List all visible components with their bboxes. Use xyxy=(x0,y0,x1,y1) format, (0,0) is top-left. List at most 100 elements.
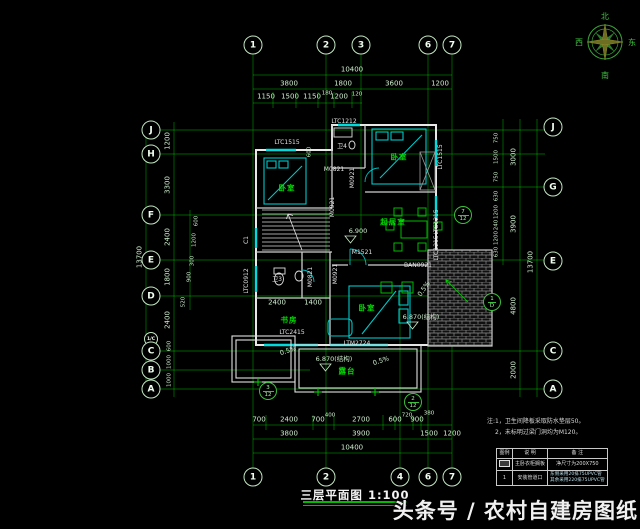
component-tag: M0921 xyxy=(349,167,356,189)
compass-north-label: 北 xyxy=(601,12,609,21)
legend-header-desc: 说 明 xyxy=(511,448,549,459)
dimension-label: 3900 xyxy=(352,429,370,438)
dimension-label: 400 xyxy=(324,412,336,419)
dimension-label: 900 xyxy=(410,415,424,424)
compass-rose: 北 南 西 东 xyxy=(575,12,636,80)
dimension-label: 13700 xyxy=(526,250,535,274)
dimension-label: 1200 xyxy=(191,233,198,247)
compass-east-label: 东 xyxy=(628,37,636,47)
dimension-label: 4800 xyxy=(509,297,518,315)
dimension-label: 630 xyxy=(493,190,500,202)
axis-bubble-C: C xyxy=(543,341,563,361)
axis-bubble-B: B xyxy=(141,360,161,380)
dimension-label: 2700 xyxy=(352,415,370,424)
slope-label: 0.5% xyxy=(278,344,298,358)
dimension-label: 900 xyxy=(186,271,193,283)
dimension-label: 10400 xyxy=(340,443,364,452)
dimension-label: 750 xyxy=(493,171,500,183)
component-tag: 卫4 xyxy=(337,143,347,150)
legend-table: 图例 说 明 备 注 主卧衣柜搁板 净尺寸为200X750 1 安装管道口 东侧… xyxy=(496,448,608,486)
component-tag: LTC1212 xyxy=(331,118,357,125)
dimension-label: 600 xyxy=(306,146,313,158)
axis-bubble-E: E xyxy=(141,250,161,270)
dimension-label: 180 xyxy=(321,90,333,97)
component-tag: LTC0912 xyxy=(243,268,250,294)
component-tag: BAN0921 xyxy=(404,262,432,269)
dimension-label: 2400 xyxy=(280,415,298,424)
axis-bubble-4: 4 xyxy=(390,467,410,487)
dimension-label: 300 xyxy=(189,255,196,267)
dimension-label: 2400 xyxy=(163,311,172,329)
dimension-label: 1000 xyxy=(166,373,173,387)
title-underline xyxy=(303,501,407,503)
axis-bubble-F: F xyxy=(141,205,161,225)
dimension-label: 750 xyxy=(493,132,500,144)
note-line-2: 2，未标明过梁门洞均为M120。 xyxy=(495,429,582,436)
furniture-green xyxy=(380,207,443,294)
dimension-label: 1200 xyxy=(493,231,500,245)
legend-row-1: 主卧衣柜搁板 净尺寸为200X750 xyxy=(496,457,608,471)
drawing-notes: 注:1，卫生间降板采取防水垫层50。 2，未标明过梁门洞均为M120。 xyxy=(487,416,584,438)
interior-walls xyxy=(256,125,436,345)
dimension-label: 1200 xyxy=(163,132,172,150)
component-tag: LTM2724 xyxy=(343,340,371,347)
dimension-label: 600 xyxy=(193,215,200,227)
closet xyxy=(419,151,436,191)
dimension-lines xyxy=(145,74,538,454)
axis-bubble-6: 6 xyxy=(418,35,438,55)
dimension-label: 2400 xyxy=(163,228,172,246)
room-label: 露台 xyxy=(338,366,356,376)
callout-number: 7 xyxy=(461,208,465,215)
axis-bubble-G: G xyxy=(543,177,563,197)
furniture-cyan xyxy=(263,128,427,339)
axis-bubble-C: C xyxy=(141,341,161,361)
callout-number: 2 xyxy=(411,395,415,402)
axis-bubble-2: 2 xyxy=(316,35,336,55)
dimension-label: 630 xyxy=(493,246,500,258)
legend-note-2b: 其余采用220排75UPVC管 xyxy=(550,478,605,483)
legend-note-1: 净尺寸为200X750 xyxy=(547,457,608,471)
slope-label: 0.5% xyxy=(415,279,432,298)
title-underline-2 xyxy=(303,505,407,506)
component-tag: M0921 xyxy=(332,263,339,285)
component-tag: LTC1515 xyxy=(437,144,444,170)
axis-bubble-6: 6 xyxy=(418,467,438,487)
axis-bubble-1: 1 xyxy=(243,467,263,487)
dimension-label: 1200 xyxy=(443,429,461,438)
dimension-label: 380 xyxy=(423,410,435,417)
callout-number: 1 xyxy=(490,295,494,302)
legend-row-2: 1 安装管道口 东侧采用20排75UPVC管 其余采用220排75UPVC管 xyxy=(496,470,608,486)
dimension-label: 1800 xyxy=(163,268,172,286)
legend-note-2a: 东侧采用20排75UPVC管 xyxy=(550,472,602,477)
legend-header-symbol: 图例 xyxy=(496,448,513,459)
slope-label: 0.5% xyxy=(371,354,391,368)
dimension-label: 1150 xyxy=(257,92,275,101)
legend-desc-2: 安装管道口 xyxy=(511,470,549,486)
callout-sheet: D xyxy=(487,301,497,309)
roof-hatch xyxy=(427,249,493,347)
dimension-label: 1500 xyxy=(420,429,438,438)
dimension-label: 1000 xyxy=(166,355,173,369)
level-triangles xyxy=(319,235,469,372)
component-tag: LTC2415 xyxy=(279,329,305,336)
bath-fixtures xyxy=(273,127,356,286)
room-label: 书房 xyxy=(280,315,298,325)
dimension-label: 700 xyxy=(252,415,266,424)
dimension-label: 3000 xyxy=(509,148,518,166)
dimension-label: 120 xyxy=(351,91,363,98)
component-tag: M0821 xyxy=(307,266,314,288)
room-label: 卧室 xyxy=(390,152,408,162)
room-label: 卧室 xyxy=(278,183,296,193)
terrace-railings xyxy=(231,335,422,393)
callout-number: 3 xyxy=(266,384,270,391)
axis-bubble-A: A xyxy=(543,379,563,399)
axis-bubble-H: H xyxy=(141,144,161,164)
callout-sheet: 12 xyxy=(262,390,274,398)
component-tag: M0821 xyxy=(323,166,345,173)
component-tag: M0921 xyxy=(329,196,336,218)
dimension-label: 1400 xyxy=(304,298,322,307)
